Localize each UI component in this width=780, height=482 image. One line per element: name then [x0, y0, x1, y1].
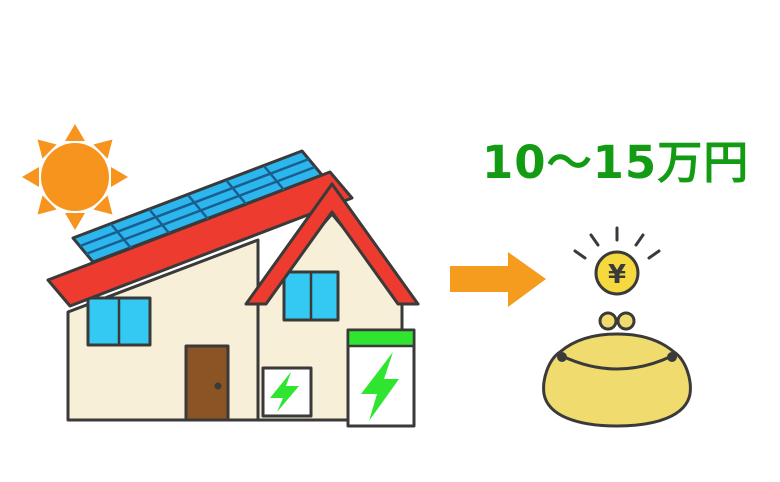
- yen-coin-icon: ¥: [573, 226, 661, 296]
- roof-gable: [244, 182, 420, 306]
- coin-yen-symbol: ¥: [608, 260, 626, 290]
- battery-box-small: [261, 366, 313, 418]
- coin-sparkle-lines: [573, 226, 661, 260]
- sun-icon: [22, 124, 128, 230]
- purse-body: [542, 332, 692, 428]
- sun-ray: [65, 213, 85, 230]
- battery-cap-band: [346, 328, 416, 348]
- sun-ray: [65, 124, 85, 141]
- lightning-bolt-icon: [270, 372, 299, 412]
- purse-frame-line: [560, 354, 674, 371]
- sun-ray: [93, 139, 113, 159]
- door: [184, 344, 230, 422]
- sun-ray: [111, 167, 128, 187]
- arrow-right-icon: [450, 252, 546, 307]
- purse-hinge-dot: [557, 352, 567, 362]
- sun-ray: [37, 195, 57, 215]
- door-knob: [214, 382, 222, 390]
- battery-icon: [261, 366, 313, 418]
- purse-icon: [542, 311, 692, 428]
- sun-disc: [41, 143, 109, 211]
- purse-clasp-ball: [598, 311, 618, 331]
- coin-disc: [594, 250, 640, 296]
- storage-battery-icon: [346, 328, 416, 428]
- purse-hinge-dot: [667, 352, 677, 362]
- amount-text: 10〜15万円: [482, 136, 750, 189]
- lightning-bolt-icon: [361, 352, 399, 421]
- sun-ray: [37, 139, 57, 159]
- sun-ray: [22, 167, 39, 187]
- purse-clasp-ball: [616, 311, 636, 331]
- solar-panel-icon: [71, 149, 324, 264]
- house-icon: [46, 149, 420, 428]
- solar-panel-grid: [79, 157, 316, 256]
- windows: [86, 270, 340, 347]
- sun-ray: [93, 195, 113, 215]
